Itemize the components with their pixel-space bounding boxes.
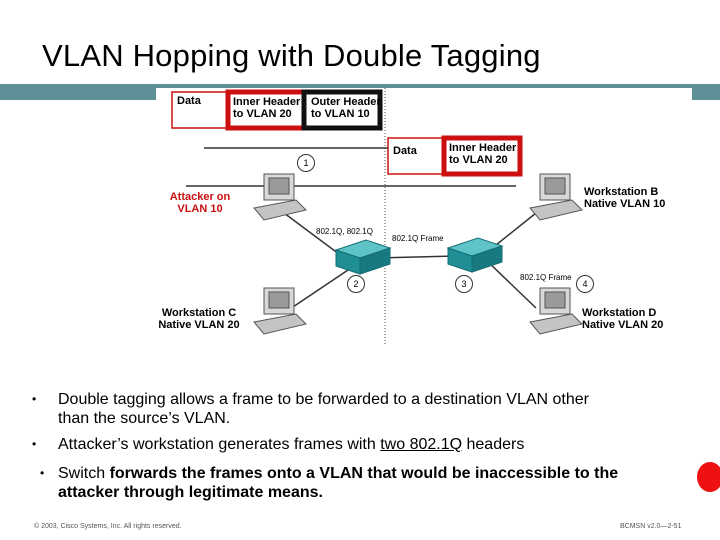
step-4-marker: 4 <box>576 275 594 293</box>
workstation-d-pc <box>529 287 583 335</box>
trunk-label-1: 802.1Q, 802.1Q <box>316 227 373 236</box>
bullet-dot: • <box>32 392 37 406</box>
bullet-dot: • <box>32 437 37 451</box>
trunk-label-2: 802.1Q Frame <box>392 234 444 243</box>
footer-slide-id: BCMSN v2.0—2-51 <box>620 523 682 530</box>
frame1-data-label: Data <box>177 95 201 107</box>
trunk-label-3: 802.1Q Frame <box>520 273 572 282</box>
frame2-inner-label: Inner Header to VLAN 20 <box>449 142 517 166</box>
bullet-3-bold: forwards the frames onto a VLAN that wou… <box>109 465 619 482</box>
attacker-pc <box>253 173 307 221</box>
vlan-hopping-diagram: Data Inner Header to VLAN 20 Outer Heade… <box>156 88 692 344</box>
workstation-c-pc <box>253 287 307 335</box>
step-3-marker: 3 <box>455 275 473 293</box>
step-1-marker: 1 <box>297 154 315 172</box>
workstation-c-label: Workstation C Native VLAN 20 <box>158 307 240 331</box>
frame2-data-box <box>387 137 445 175</box>
bullet-2-post: headers <box>462 436 525 453</box>
frame1-data-box <box>171 91 229 129</box>
workstation-b-pc <box>529 173 583 221</box>
attacker-label: Attacker on VLAN 10 <box>169 191 231 215</box>
frame2-data-label: Data <box>393 145 417 157</box>
footer-copyright: © 2003, Cisco Systems, Inc. All rights r… <box>34 523 182 530</box>
frame2-inner-box <box>441 135 523 177</box>
bullet-dot: • <box>40 466 45 480</box>
frame1-outer-label: Outer Header to VLAN 10 <box>311 96 381 120</box>
frame1-inner-label: Inner Header to VLAN 20 <box>233 96 301 120</box>
red-dot-decoration <box>697 462 720 492</box>
bullet-2-underlined: two 802.1Q <box>380 436 463 453</box>
diagram-graphics <box>171 88 583 344</box>
link-c-switch1 <box>283 267 352 314</box>
slide-title: VLAN Hopping with Double Tagging <box>42 38 541 73</box>
switch-2 <box>446 237 504 273</box>
bullet-3-line2: attacker through legitimate means. <box>58 484 323 501</box>
bullet-3-pre: Switch <box>58 465 110 482</box>
bullet-2-pre: Attacker’s workstation generates frames … <box>58 436 381 453</box>
workstation-d-label: Workstation D Native VLAN 20 <box>582 307 664 331</box>
frame1-outer-box <box>301 89 383 131</box>
bullet-1-line2: than the source’s VLAN. <box>58 410 231 427</box>
bullet-1-line1: Double tagging allows a frame to be forw… <box>58 391 589 408</box>
workstation-b-label: Workstation B Native VLAN 10 <box>584 186 666 210</box>
switch-1 <box>334 239 392 275</box>
link-switch2-d <box>485 259 537 309</box>
step-2-marker: 2 <box>347 275 365 293</box>
